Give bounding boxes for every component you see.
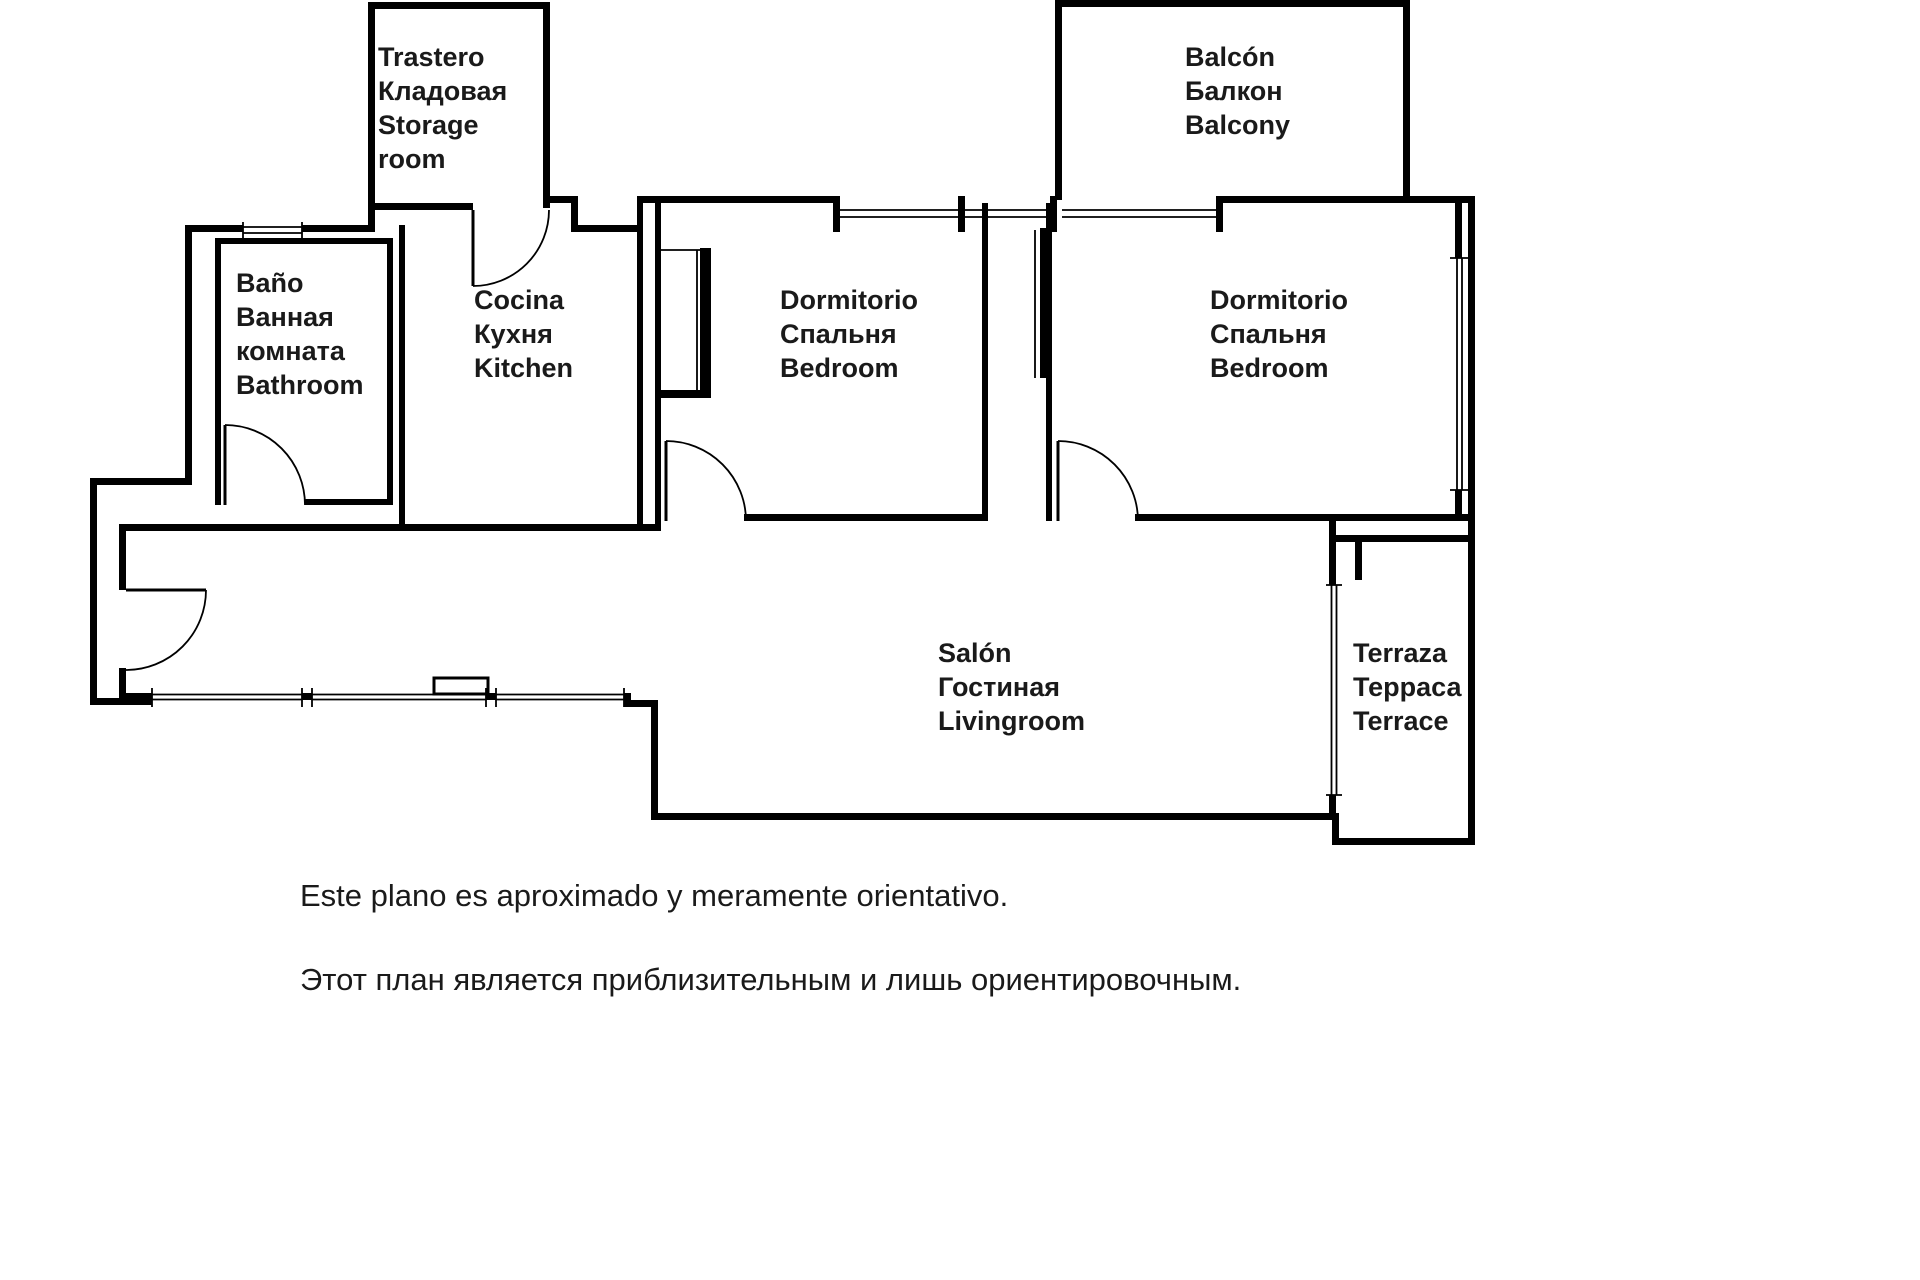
room-label-livingroom: Salón Гостиная Livingroom	[938, 638, 1085, 736]
window-balcony-door	[1062, 209, 1216, 218]
window-bathroom	[242, 222, 303, 238]
right-outer-wall	[1468, 196, 1475, 845]
window-bedroom1-top	[840, 209, 958, 218]
closet-lines	[661, 230, 1036, 392]
terrace-walls	[1329, 521, 1475, 845]
window-bedroom2-right	[1450, 257, 1470, 491]
disclaimer-spanish: Este plano es aproximado y meramente ori…	[300, 878, 1009, 913]
room-label-bathroom: Baño Ванная комната Bathroom	[236, 268, 364, 400]
doors-layer	[125, 209, 1139, 671]
window-terrace-glass	[1326, 584, 1342, 796]
room-label-terrace: Terraza Терраса Terrace	[1353, 638, 1462, 736]
windows-livingroom-bottom	[151, 688, 625, 707]
pillar	[432, 676, 490, 696]
door-bedroom1	[664, 440, 747, 522]
room-label-bedroom2: Dormitorio Спальня Bedroom	[1210, 285, 1348, 383]
kitchen-walls	[399, 196, 643, 531]
disclaimer-russian: Этот план является приблизительным и лиш…	[300, 962, 1242, 997]
top-outer-wall	[185, 196, 1475, 232]
door-entrance	[125, 588, 207, 671]
bathroom-walls	[215, 238, 393, 505]
storage-walls	[368, 2, 550, 232]
room-label-storage: Trastero Кладовая Storage room	[378, 42, 508, 174]
livingroom-bottom-walls	[119, 693, 1339, 820]
door-storage	[471, 209, 550, 287]
left-outer-wall	[90, 225, 192, 705]
window-hall-top	[965, 209, 1050, 218]
door-bathroom	[223, 424, 306, 506]
room-label-balcony: Balcón Балкон Balcony	[1185, 42, 1291, 140]
balcony-walls	[1055, 0, 1410, 200]
room-label-kitchen: Cocina Кухня Kitchen	[474, 285, 574, 383]
windows-layer	[151, 209, 1470, 796]
room-label-bedroom1: Dormitorio Спальня Bedroom	[780, 285, 918, 383]
door-bedroom2	[1056, 440, 1139, 522]
walls-layer	[90, 0, 1475, 845]
bedroom-walls	[655, 203, 1462, 531]
livingroom-top-walls	[119, 514, 1475, 531]
